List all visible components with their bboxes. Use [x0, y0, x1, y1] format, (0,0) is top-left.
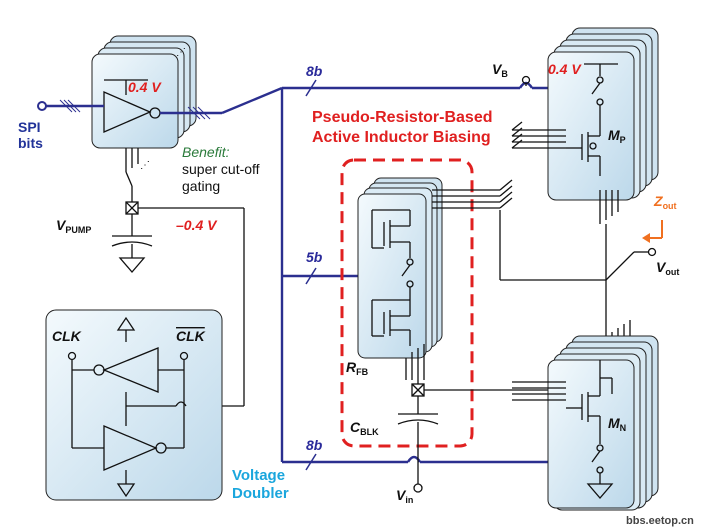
- mp-drain-leads: [599, 190, 619, 224]
- mp-stack: [547, 27, 659, 201]
- rfb-label: RFB: [346, 359, 369, 377]
- rfb-bottom-leads: [405, 344, 425, 380]
- ground-icon: [118, 257, 146, 273]
- bus-bot-label: 8b: [306, 437, 323, 453]
- v-pump-label: VPUMP: [56, 217, 91, 235]
- mp-label: MP: [608, 127, 626, 145]
- mn-ground-icon: [586, 483, 614, 499]
- rfb-top-bus: [432, 179, 513, 209]
- vb-label: VB: [492, 61, 508, 79]
- mn-stack: [547, 335, 659, 511]
- zout-label: Zout: [653, 193, 677, 211]
- vout-label: Vout: [656, 259, 679, 277]
- spi-label: SPI: [18, 119, 41, 135]
- vin-label: Vin: [396, 487, 413, 505]
- doubler-ground-icon: [116, 483, 136, 498]
- mn-gate-bus: [512, 381, 566, 401]
- bus-top-label: 8b: [306, 63, 323, 79]
- svg-text:⋰: ⋰: [140, 160, 150, 171]
- mn-label: MN: [608, 415, 626, 433]
- v04-left-label: 0.4 V: [128, 79, 162, 95]
- gating-switches: ⋰: [125, 148, 150, 202]
- spi-buffer-stack: ⋰: [91, 35, 197, 149]
- bits-label: bits: [18, 135, 43, 151]
- benefit-line2: gating: [182, 178, 220, 194]
- voltage-doubler-box: [45, 309, 223, 501]
- spi-buffer-icon: [103, 91, 152, 133]
- benefit-label: Benefit:: [182, 144, 230, 160]
- title-line2: Active Inductor Biasing: [312, 129, 491, 146]
- doubler-label: Doubler: [232, 485, 289, 502]
- mp-gate-bus: [511, 121, 566, 149]
- svg-text:⋰: ⋰: [176, 47, 186, 58]
- voltage-label: Voltage: [232, 467, 285, 484]
- bus-mid-label: 5b: [306, 249, 323, 265]
- pseudo-resistor-dashed-box: [340, 158, 474, 448]
- rfb-stack: [357, 177, 443, 359]
- cblk-label: CBLK: [350, 419, 379, 437]
- v04-right-label: 0.4 V: [548, 61, 582, 77]
- clk-bar-label: CLK: [176, 328, 206, 344]
- neg04-label: –0.4 V: [176, 217, 218, 233]
- clk-label: CLK: [52, 328, 82, 344]
- watermark-text: bbs.eetop.cn: [626, 515, 694, 527]
- benefit-line1: super cut-off: [182, 161, 260, 177]
- title-line1: Pseudo-Resistor-Based: [312, 109, 493, 126]
